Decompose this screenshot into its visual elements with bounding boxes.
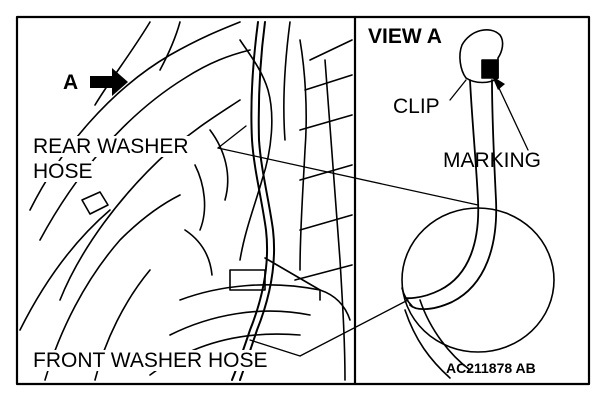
leader-lines — [217, 79, 529, 357]
rear-washer-hose-label-line2: HOSE — [33, 160, 93, 183]
reference-code: AC211878 AB — [446, 360, 536, 376]
view-a-title: VIEW A — [368, 25, 442, 48]
rear-washer-hose-label-line1: REAR WASHER — [33, 135, 189, 158]
view-arrow-icon — [90, 68, 128, 96]
detail-circle — [401, 207, 555, 353]
clip-label: CLIP — [393, 95, 440, 118]
marking-arrow-icon — [492, 76, 505, 90]
view-arrow-label: A — [63, 71, 79, 94]
view-a-drawing — [401, 29, 555, 379]
front-washer-hose-label: FRONT WASHER HOSE — [33, 349, 268, 372]
frame-border — [15, 15, 591, 386]
rear-washer-hose-drawing — [231, 21, 276, 381]
marking-label: MARKING — [443, 149, 542, 172]
